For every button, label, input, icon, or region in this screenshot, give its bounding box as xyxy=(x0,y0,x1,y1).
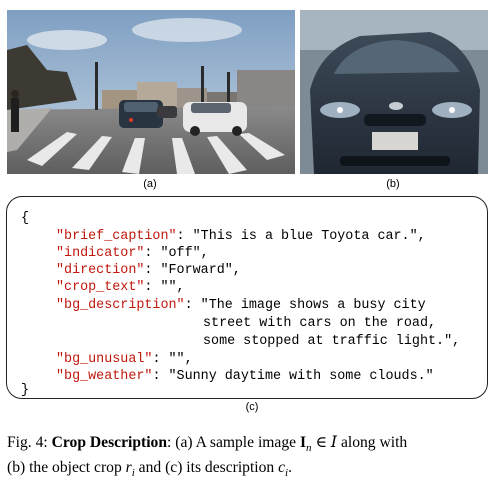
math-set-symbol: I xyxy=(330,433,338,451)
math-symbol: c xyxy=(278,459,286,477)
json-line: "direction": "Forward", xyxy=(56,263,241,278)
car-crop-graphic xyxy=(300,10,488,174)
street-scene-graphic xyxy=(7,10,295,174)
caption-text: (b) the object crop xyxy=(7,459,126,477)
subfigure-label-a: (a) xyxy=(143,178,157,190)
json-description-box: { "brief_caption": "This is a blue Toyot… xyxy=(6,196,488,399)
math-subscript: i xyxy=(285,467,289,480)
json-value: "This is a blue Toyota car.", xyxy=(192,229,426,244)
json-value: "The image shows a busy city xyxy=(200,298,426,313)
json-value: "", xyxy=(160,280,185,295)
math-symbol: I xyxy=(299,434,307,451)
json-key: "indicator" xyxy=(56,246,145,261)
json-key: "brief_caption" xyxy=(56,229,177,244)
caption-text: along with xyxy=(337,434,408,451)
json-value: "off", xyxy=(160,246,209,261)
json-key: "direction" xyxy=(56,263,145,278)
json-open-brace: { xyxy=(21,211,30,226)
json-key: "crop_text" xyxy=(56,280,145,295)
subfigure-label-b: (b) xyxy=(386,178,400,190)
json-line: "indicator": "off", xyxy=(56,246,209,261)
json-value: "Sunny daytime with some clouds." xyxy=(168,369,434,384)
caption-text: : (a) A sample image xyxy=(167,434,300,451)
json-key: "bg_unusual" xyxy=(56,352,153,367)
json-line: "crop_text": "", xyxy=(56,280,185,295)
caption-prefix: Fig. 4: xyxy=(7,434,52,451)
math-symbol: r xyxy=(125,459,132,477)
caption-end: . xyxy=(288,459,293,477)
subfigure-label-c: (c) xyxy=(245,401,259,413)
json-line: "bg_unusual": "", xyxy=(56,352,193,367)
json-value: "", xyxy=(168,352,193,367)
math-subscript: i xyxy=(131,467,135,480)
json-continuation: street with cars on the road, xyxy=(203,316,437,331)
json-value: "Forward", xyxy=(160,263,241,278)
json-line: "bg_description": "The image shows a bus… xyxy=(56,298,426,313)
object-crop-image xyxy=(300,10,488,174)
sample-image-street xyxy=(7,10,295,174)
json-line: "bg_weather": "Sunny daytime with some c… xyxy=(56,369,434,384)
json-line: "brief_caption": "This is a blue Toyota … xyxy=(56,229,426,244)
caption-title: Crop Description xyxy=(51,434,168,451)
json-key: "bg_description" xyxy=(56,298,185,313)
json-key: "bg_weather" xyxy=(56,369,153,384)
json-close-brace: } xyxy=(21,383,30,398)
figure-caption: Fig. 4: Crop Description: (a) A sample i… xyxy=(7,432,495,483)
math-in: ∈ xyxy=(311,434,331,451)
json-continuation: some stopped at traffic light.", xyxy=(203,334,461,349)
math-subscript: n xyxy=(306,442,312,455)
caption-text: and (c) its description xyxy=(134,459,279,477)
